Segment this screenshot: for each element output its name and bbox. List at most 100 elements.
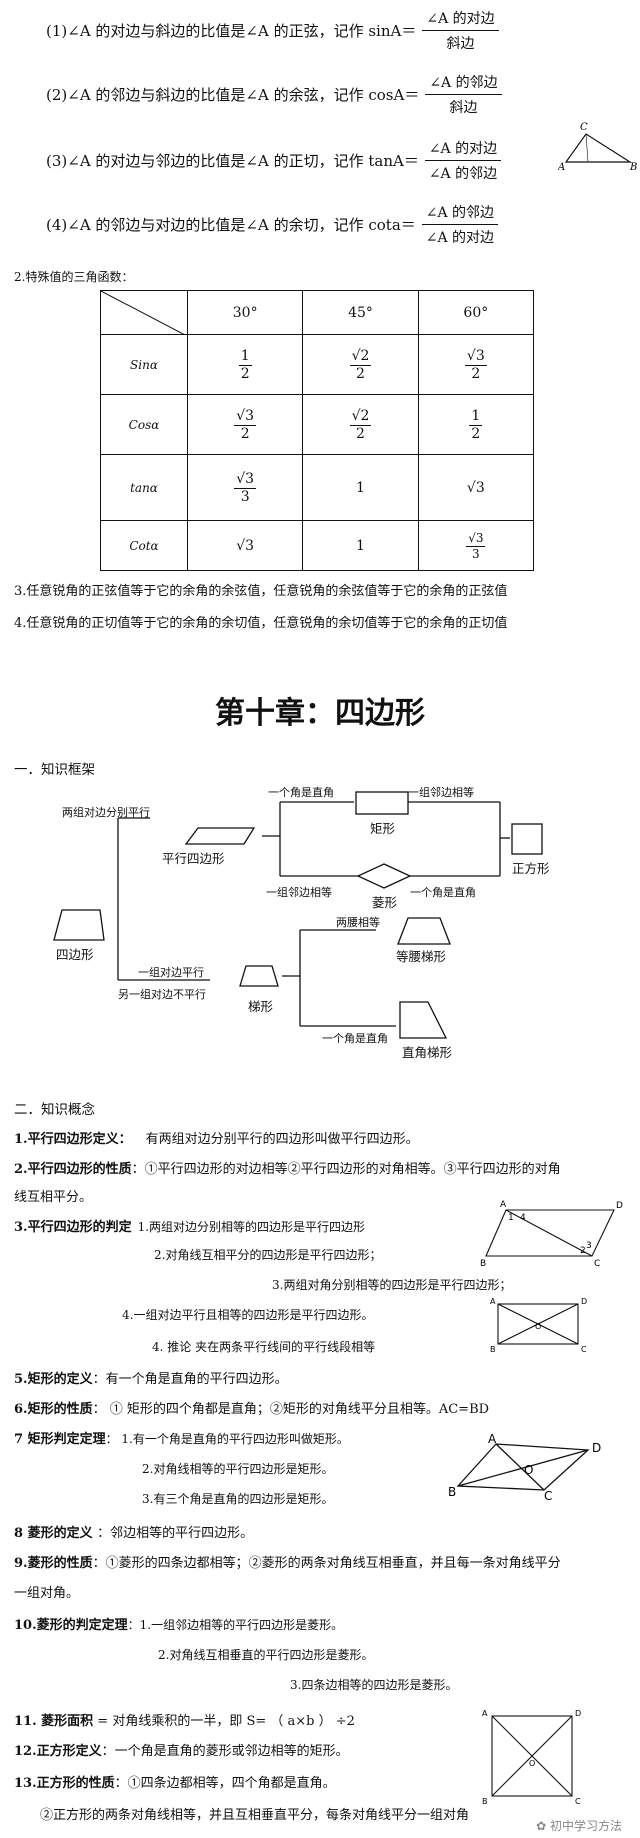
concept-12: 12.正方形定义：一个角是直角的菱形或邻边相等的矩形。 <box>14 1744 349 1759</box>
triangle-label-b: B <box>629 162 637 173</box>
rhombus-label-a: A <box>488 1434 497 1446</box>
triangle-figure: A B C <box>558 122 637 173</box>
square-label-b: B <box>482 1797 488 1806</box>
definition-cotangent: (4)∠A 的邻边与对边的比值是∠A 的余切，记作 cota＝ ∠A 的邻边∠A… <box>46 202 499 247</box>
concept-2: 2.平行四边形的性质：①平行四边形的对边相等②平行四边形的对角相等。③平行四边形… <box>14 1162 561 1177</box>
concept-1: 1.平行四边形定义：有两组对边分别平行的四边形叫做平行四边形。 <box>14 1132 419 1147</box>
concept-3-3: 3.两组对角分别相等的四边形是平行四边形； <box>272 1278 512 1292</box>
definition-cosine: (2)∠A 的邻边与斜边的比值是∠A 的余弦，记作 cosA＝ ∠A 的邻边斜边 <box>46 72 502 117</box>
square-label-a: A <box>482 1709 488 1718</box>
node-square: 正方形 <box>512 861 550 876</box>
watermark: ✿ 初中学习方法 <box>536 1819 622 1833</box>
concept-10: 10.菱形的判定定理：1.一组邻边相等的平行四边形是菱形。 <box>14 1618 344 1633</box>
triangle-label-c: C <box>580 122 588 133</box>
concept-3-2: 2.对角线互相平分的四边形是平行四边形； <box>154 1248 382 1262</box>
concept-3-4: 4.一组对边平行且相等的四边形是平行四边形。 <box>122 1308 374 1322</box>
para-label-b: B <box>480 1259 486 1268</box>
chapter-title: 第十章：四边形 <box>215 696 425 731</box>
framework-lines <box>53 791 543 1039</box>
row-label-cos: Cosα <box>100 394 188 455</box>
rule-3: 3.任意锐角的正弦值等于它的余角的余弦值，任意锐角的余弦值等于它的余角的正弦值 <box>14 584 508 599</box>
label-adjacent-equal-top: 一组邻边相等 <box>408 786 474 799</box>
concept-13: 13.正方形的性质：①四条边都相等，四个角都是直角。 <box>14 1776 336 1791</box>
label-other-not-parallel: 另一组对边不平行 <box>118 988 206 1001</box>
concept-7: 7 矩形判定定理： 1.有一个角是直角的平行四边形叫做矩形。 <box>14 1432 349 1447</box>
angle-label-3: 3 <box>586 1241 592 1251</box>
table-header-row: 30° 45° 60° <box>100 290 535 335</box>
row-label-sin: Sinα <box>100 334 188 395</box>
concept-7-3: 3.有三个角是直角的四边形是矩形。 <box>142 1492 334 1506</box>
rect-label-c: C <box>581 1345 587 1354</box>
table-header-cell: 60° <box>417 290 535 335</box>
concept-8: 8 菱形的定义 ：邻边相等的平行四边形。 <box>14 1526 254 1541</box>
table-cell: √3 <box>186 520 304 571</box>
concept-11: 11. 菱形面积 = 对角线乘积的一半，即 S= （ a×b ） ÷2 <box>14 1714 355 1729</box>
label-legs-equal: 两腰相等 <box>336 916 380 929</box>
angle-label-4: 4 <box>520 1213 526 1223</box>
rhombus-figure: A D B C O <box>448 1434 601 1502</box>
concept-9-cont: 一组对角。 <box>14 1586 80 1601</box>
node-isosceles-trapezoid: 等腰梯形 <box>396 949 447 964</box>
angle-label-1: 1 <box>508 1213 514 1223</box>
para-label-c: C <box>594 1259 600 1268</box>
row-label-cot: Cotα <box>100 520 188 571</box>
table-cell: 1 <box>302 454 419 521</box>
diagonal-divider <box>101 291 185 335</box>
para-label-d: D <box>616 1201 623 1211</box>
section-framework-heading: 一．知识框架 <box>14 762 95 778</box>
special-values-title: 2.特殊值的三角函数： <box>14 270 134 284</box>
node-parallelogram: 平行四边形 <box>162 851 225 866</box>
rect-label-o: O <box>535 1322 541 1331</box>
square-label-d: D <box>575 1709 581 1718</box>
concept-10-3: 3.四条边相等的四边形是菱形。 <box>290 1678 458 1692</box>
label-right-angle-mid: 一个角是直角 <box>410 886 476 899</box>
concept-9: 9.菱形的性质：①菱形的四条边都相等；②菱形的两条对角线互相垂直，并且每一条对角… <box>14 1556 561 1571</box>
chat-bubble-icon: ✿ <box>536 1819 550 1833</box>
table-cell: 1 <box>302 520 419 571</box>
angle-label-2: 2 <box>580 1246 586 1256</box>
node-quadrilateral: 四边形 <box>56 947 94 962</box>
concept-3-5: 4. 推论 夹在两条平行线间的平行线段相等 <box>152 1340 376 1354</box>
label-adjacent-equal-bottom: 一组邻边相等 <box>266 886 332 899</box>
node-right-trapezoid: 直角梯形 <box>402 1045 453 1060</box>
rect-label-b: B <box>490 1345 496 1354</box>
square-label-c: C <box>575 1797 581 1806</box>
triangle-label-a: A <box>558 162 565 173</box>
concept-5: 5.矩形的定义：有一个角是直角的平行四边形。 <box>14 1372 288 1387</box>
rule-4: 4.任意锐角的正切值等于它的余角的余切值，任意锐角的余切值等于它的余角的正切值 <box>14 616 508 631</box>
parallelogram-figure: A D B C 1 2 3 4 <box>480 1200 623 1268</box>
para-label-a: A <box>500 1200 507 1210</box>
table-cell: √3 <box>417 454 535 521</box>
node-rhombus: 菱形 <box>372 895 398 910</box>
node-trapezoid: 梯形 <box>248 999 274 1014</box>
section-concepts-heading: 二．知识概念 <box>14 1102 95 1118</box>
concept-13-cont: ②正方形的两条对角线相等，并且互相垂直平分，每条对角线平分一组对角 <box>40 1808 470 1823</box>
rhombus-label-o: O <box>524 1463 533 1477</box>
concept-7-2: 2.对角线相等的平行四边形是矩形。 <box>142 1462 334 1476</box>
rhombus-label-b: B <box>448 1485 456 1499</box>
label-one-pair-parallel: 一组对边平行 <box>138 966 204 979</box>
table-header-cell: 45° <box>302 290 419 335</box>
label-right-angle-bottom: 一个角是直角 <box>322 1032 388 1045</box>
label-two-pairs-parallel: 两组对边分别平行 <box>62 806 150 819</box>
rhombus-label-d: D <box>592 1441 601 1455</box>
square-figure: A D B C O <box>482 1709 581 1806</box>
rhombus-label-c: C <box>544 1489 552 1502</box>
node-rectangle: 矩形 <box>370 821 396 836</box>
concept-6: 6.矩形的性质： ① 矩形的四个角都是直角；②矩形的对角线平分且相等。AC=BD <box>14 1402 490 1417</box>
concept-10-2: 2.对角线互相垂直的平行四边形是菱形。 <box>158 1648 374 1662</box>
rect-label-d: D <box>581 1297 587 1306</box>
table-corner-cell <box>100 290 188 335</box>
square-label-o: O <box>529 1759 535 1768</box>
definition-sine: (1)∠A 的对边与斜边的比值是∠A 的正弦，记作 sinA＝ ∠A 的对边斜边 <box>46 8 499 53</box>
